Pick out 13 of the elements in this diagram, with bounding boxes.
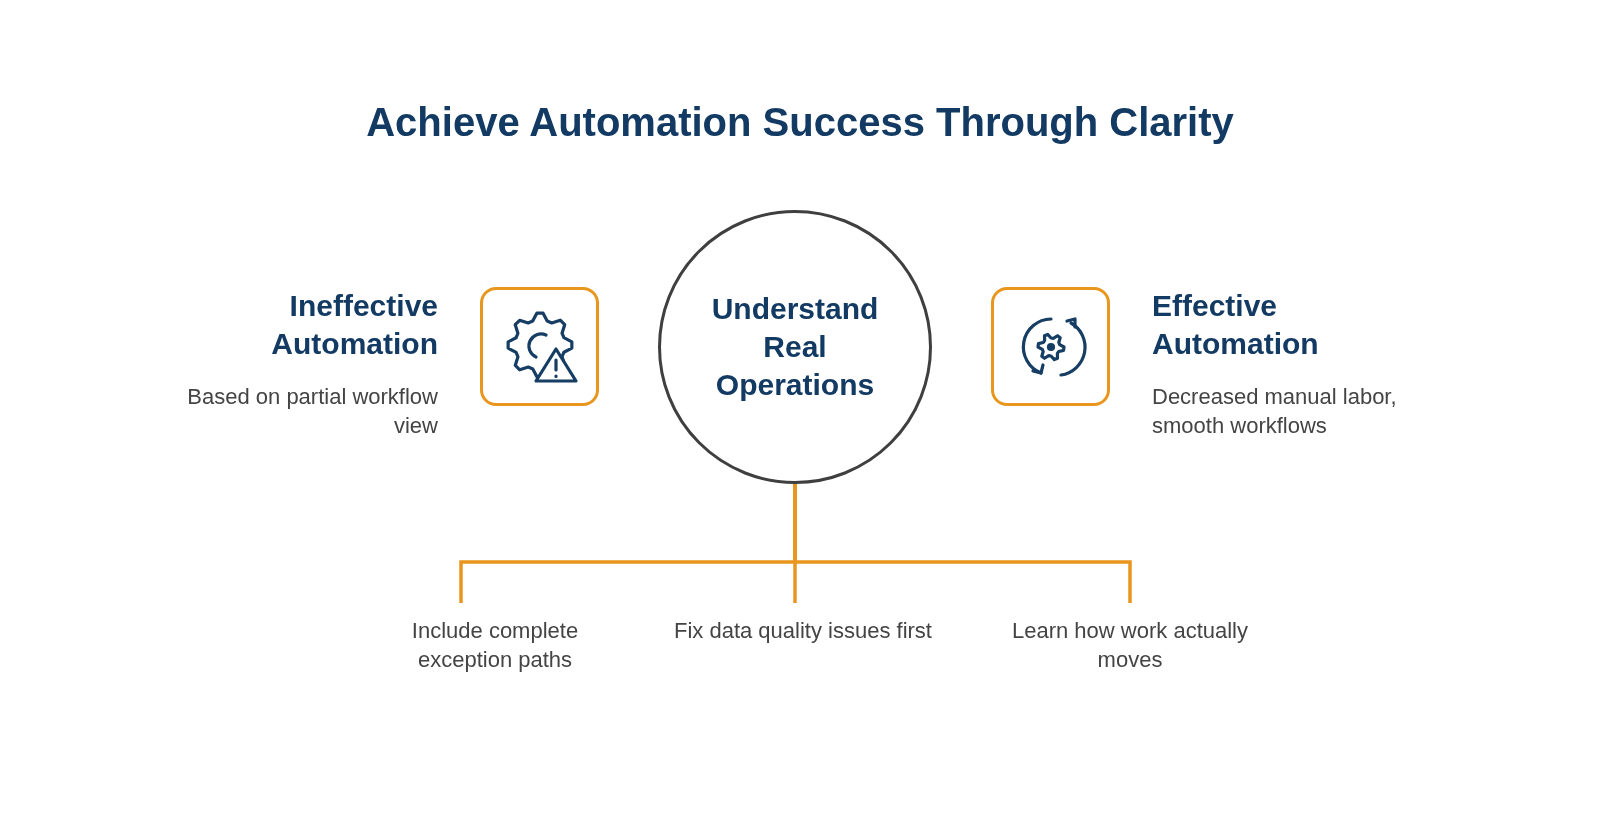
- heading: Ineffective Automation: [270, 288, 438, 362]
- central-circle: [658, 210, 932, 484]
- icon-box: [991, 287, 1110, 406]
- icon-box: [480, 287, 599, 406]
- description: Based on partial workflow view: [186, 383, 438, 440]
- step-text: Include complete exception paths: [410, 617, 580, 674]
- title: Achieve Automation Success Through Clarity: [365, 100, 1235, 145]
- circle-label: Understand Real Operations: [710, 291, 880, 403]
- step-text: Fix data quality issues first: [673, 617, 933, 645]
- description: Decreased manual labor, smooth workflows: [1152, 383, 1398, 440]
- connector-line: [793, 484, 1132, 603]
- step-text: Learn how work actually moves: [1011, 617, 1249, 674]
- heading: Effective Automation: [1152, 288, 1320, 362]
